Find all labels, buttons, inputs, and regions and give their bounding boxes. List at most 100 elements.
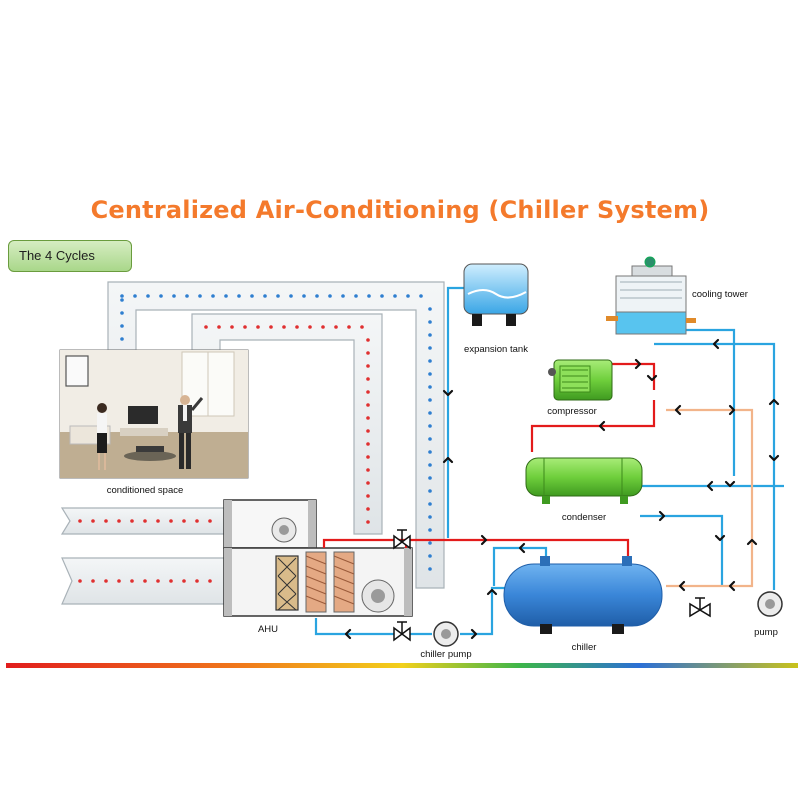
air-dot [315, 294, 319, 298]
flow-arrow [678, 580, 686, 592]
air-dot [428, 424, 432, 428]
expansion-tank-label: expansion tank [464, 344, 528, 355]
air-dot [120, 298, 124, 302]
refrigerant-liquid-line [666, 408, 754, 588]
air-dot [130, 579, 134, 583]
flow-arrow [480, 534, 488, 546]
air-dot [282, 325, 286, 329]
flow-arrow [714, 534, 726, 542]
flow-arrow [442, 389, 454, 397]
air-dot [347, 325, 351, 329]
air-dot [366, 377, 370, 381]
air-dot [428, 372, 432, 376]
air-dot [428, 320, 432, 324]
fresh-air-duct [60, 507, 225, 605]
air-dot [406, 294, 410, 298]
air-dot [354, 294, 358, 298]
compressor [548, 359, 613, 401]
air-dot [211, 294, 215, 298]
flow-arrow [768, 398, 780, 406]
air-dot [195, 579, 199, 583]
air-dot [120, 337, 124, 341]
air-dot [366, 481, 370, 485]
flow-arrow [470, 628, 478, 640]
air-dot [366, 416, 370, 420]
flow-arrow [518, 542, 526, 554]
flow-arrow [442, 456, 454, 464]
air-dot [366, 364, 370, 368]
air-dot [91, 579, 95, 583]
air-dot [195, 519, 199, 523]
air-dot [146, 294, 150, 298]
air-dot [169, 519, 173, 523]
air-dot [169, 579, 173, 583]
air-dot [366, 390, 370, 394]
air-dot [366, 338, 370, 342]
ahu-label: AHU [258, 624, 278, 635]
air-dot [204, 325, 208, 329]
air-dot [360, 325, 364, 329]
chiller-label: chiller [572, 642, 597, 653]
pump-label: pump [754, 627, 778, 638]
air-dot [428, 515, 432, 519]
air-dot [198, 294, 202, 298]
condenser [525, 457, 643, 504]
conditioned-space-room [59, 349, 249, 479]
flow-arrow [728, 404, 736, 416]
air-dot [156, 519, 160, 523]
air-dot [263, 294, 267, 298]
color-bar [6, 663, 798, 668]
air-dot [428, 385, 432, 389]
air-dot [208, 579, 212, 583]
chiller-pump-label: chiller pump [420, 649, 471, 660]
chiller-pump [433, 621, 459, 647]
air-dot [308, 325, 312, 329]
air-dot [380, 294, 384, 298]
air-dot [428, 502, 432, 506]
air-dot [302, 294, 306, 298]
flow-arrow [728, 580, 736, 592]
expansion-valve-icon [689, 597, 711, 618]
air-dot [78, 519, 82, 523]
air-dot [172, 294, 176, 298]
air-dot [328, 294, 332, 298]
flow-arrow [634, 358, 642, 370]
air-dot [366, 507, 370, 511]
air-dot [182, 579, 186, 583]
flow-arrow [598, 420, 606, 432]
air-dot [366, 429, 370, 433]
air-dot [250, 294, 254, 298]
air-dot [366, 351, 370, 355]
air-dot [104, 519, 108, 523]
diagram-title: Centralized Air-Conditioning (Chiller Sy… [90, 196, 710, 224]
air-dot [133, 294, 137, 298]
air-dot [78, 579, 82, 583]
air-dot [130, 519, 134, 523]
condenser-pump [757, 591, 783, 617]
air-dot [393, 294, 397, 298]
air-dot [230, 325, 234, 329]
cooling-tower [606, 256, 696, 335]
air-dot [428, 359, 432, 363]
air-dot [428, 398, 432, 402]
expansion-tank [463, 263, 529, 326]
air-dot [289, 294, 293, 298]
air-dot [428, 528, 432, 532]
air-dot [334, 325, 338, 329]
air-dot [366, 455, 370, 459]
air-dot [182, 519, 186, 523]
air-dot [428, 554, 432, 558]
air-dot [104, 579, 108, 583]
chiller [503, 556, 663, 634]
air-dot [428, 307, 432, 311]
flow-arrow [646, 374, 658, 382]
air-dot [367, 294, 371, 298]
flow-arrow [724, 480, 736, 488]
flow-arrow [768, 454, 780, 462]
air-dot [321, 325, 325, 329]
air-dot [428, 346, 432, 350]
air-dot [269, 325, 273, 329]
air-dot [276, 294, 280, 298]
supply-air-dots [120, 294, 432, 571]
